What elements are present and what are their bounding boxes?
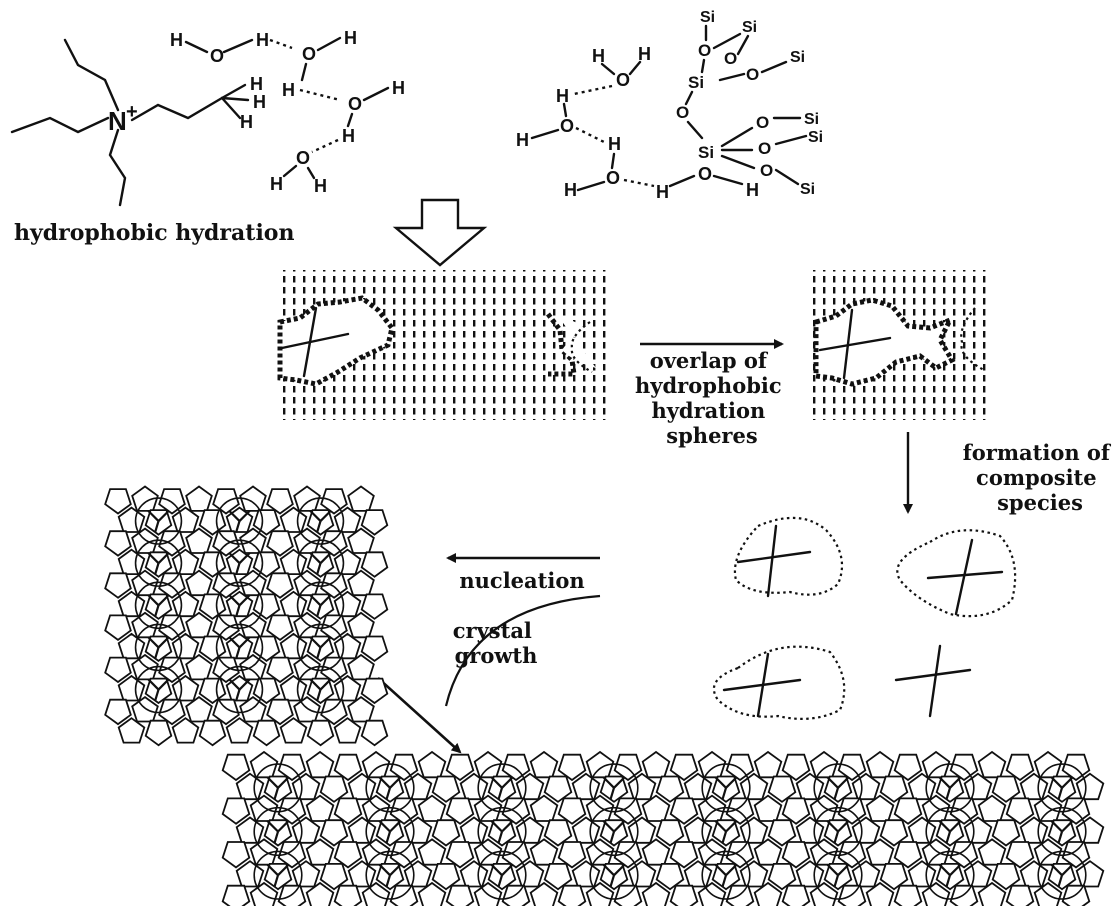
oxygen-atom: O <box>616 70 630 90</box>
silicon-atom: Si <box>700 9 715 26</box>
silicon-atom: Si <box>808 129 823 146</box>
nucleation-label: nucleation <box>459 568 584 593</box>
nitrogen-atom: N <box>108 106 127 136</box>
crystal-growth-curve <box>444 594 601 707</box>
hydrophobic-hydration-label: hydrophobic hydration <box>14 220 294 246</box>
silicon-atom: Si <box>804 111 819 128</box>
formation-label: formation of composite species <box>963 440 1118 515</box>
oxygen-atom: O <box>756 113 769 132</box>
silicon-atom: Si <box>790 49 805 66</box>
oxygen-atom: O <box>296 148 310 168</box>
oxygen-atom: O <box>760 161 773 180</box>
oxygen-atom: O <box>606 168 620 188</box>
zeolite-crystal <box>221 750 1105 906</box>
hydrogen-atom: H <box>170 30 183 50</box>
silicon-atom: Si <box>688 73 704 92</box>
crystal-growth-label: crystal growth <box>453 618 539 668</box>
hydration-sphere-box-right <box>812 270 992 420</box>
hydrogen-atom: H <box>638 44 651 64</box>
hydration-sphere-box-left <box>276 270 606 420</box>
oxygen-atom: O <box>348 94 362 114</box>
silicon-atom: Si <box>800 181 815 198</box>
hydrogen-atom: H <box>344 28 357 48</box>
water-cluster-right: H H O H O H H O H H O H <box>516 44 759 202</box>
overlap-label: overlap of hydrophobic hydration spheres <box>635 348 789 448</box>
hydrogen-atom: H <box>253 92 266 112</box>
hydrogen-atom: H <box>282 80 295 100</box>
hollow-down-arrow <box>392 198 488 267</box>
silicon-atom: Si <box>698 143 714 162</box>
hydrogen-atom: H <box>250 74 263 94</box>
water-cluster-left: H O H O H H O H H O H H <box>170 28 405 196</box>
hydrogen-atom: H <box>270 174 283 194</box>
oxygen-atom: O <box>724 49 737 68</box>
oxygen-atom: O <box>560 116 574 136</box>
hydrogen-atom: H <box>556 86 569 106</box>
composite-species <box>712 516 1017 720</box>
silicate-structure: Si Si O O Si O Si O Si O O O Si Si Si <box>676 9 823 198</box>
positive-charge: + <box>126 101 138 123</box>
hydrogen-atom: H <box>314 176 327 196</box>
hydrogen-atom: H <box>240 112 253 132</box>
hydrogen-atom: H <box>256 30 269 50</box>
hydrogen-atom: H <box>392 78 405 98</box>
silicon-atom: Si <box>742 19 757 36</box>
oxygen-atom: O <box>758 139 771 158</box>
oxygen-atom: O <box>698 164 712 184</box>
hydrogen-atom: H <box>564 180 577 200</box>
hydrogen-atom: H <box>608 134 621 154</box>
hydrogen-atom: H <box>592 46 605 66</box>
hydrogen-atom: H <box>656 182 669 202</box>
zeolite-nucleus <box>104 485 389 747</box>
crystal-growth-arrow <box>377 677 462 754</box>
oxygen-atom: O <box>698 41 711 60</box>
oxygen-atom: O <box>210 46 224 66</box>
oxygen-atom: O <box>302 44 316 64</box>
oxygen-atom: O <box>676 103 689 122</box>
hydrogen-atom: H <box>342 126 355 146</box>
hydrogen-atom: H <box>746 180 759 200</box>
tpa-cation-structure: N + H H H <box>10 38 266 207</box>
hydrogen-atom: H <box>516 130 529 150</box>
oxygen-atom: O <box>746 65 759 84</box>
